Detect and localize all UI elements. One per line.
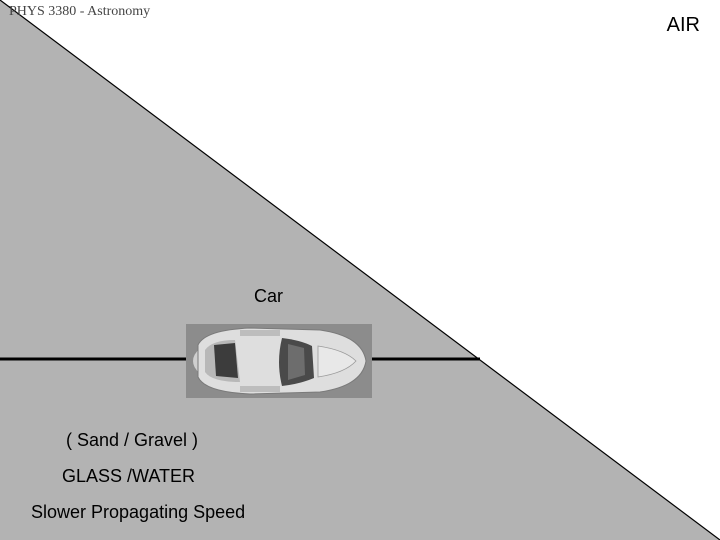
car-icon [186,324,372,398]
speed-label: Slower Propagating Speed [31,502,245,523]
car-label: Car [254,286,283,307]
air-region-label: AIR [667,14,700,37]
course-label: PHYS 3380 - Astronomy [9,4,150,20]
material-detail-label: ( Sand / Gravel ) [66,430,198,451]
material-label: GLASS /WATER [62,466,195,487]
